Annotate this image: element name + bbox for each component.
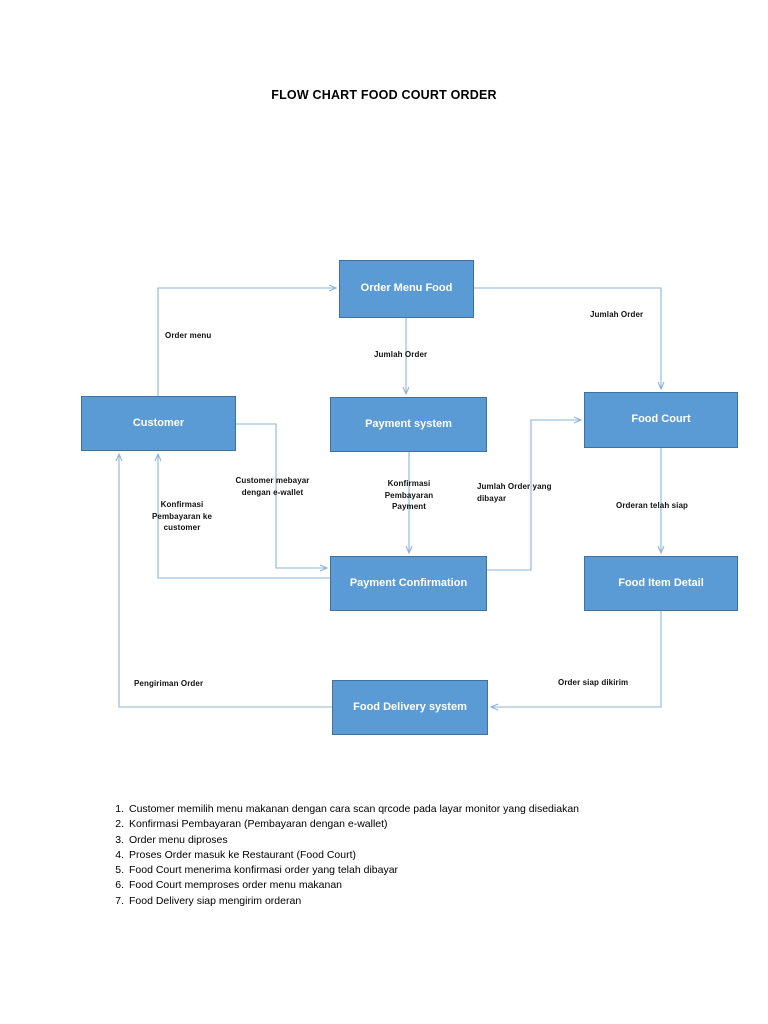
list-item-number: 3. (115, 833, 124, 846)
list-item-number: 2. (115, 818, 124, 831)
node-label: Food Court (631, 413, 691, 426)
list-item-text: Konfirmasi Pembayaran (Pembayaran dengan… (129, 818, 388, 831)
list-item-number: 4. (115, 848, 124, 861)
node-food-court[interactable]: Food Court (584, 392, 738, 448)
node-label: Customer (132, 416, 185, 429)
list-item: 1. Customer memilih menu makanan dengan … (112, 802, 712, 817)
list-item: 4. Proses Order masuk ke Restaurant (Foo… (112, 848, 712, 863)
node-payment-system[interactable]: Payment system (330, 397, 487, 452)
list-item-text: Order menu diproses (129, 833, 228, 846)
edge-label-jumlah-order-right: Jumlah Order (590, 310, 644, 319)
list-item-text: Food Court memproses order menu makanan (129, 879, 343, 892)
process-steps-list: 1. Customer memilih menu makanan dengan … (112, 802, 712, 909)
list-item-number: 6. (115, 879, 124, 892)
edge-label-order-menu: Order menu (165, 331, 212, 340)
wire-customer-to-order-menu (157, 288, 336, 396)
edge-label-orderan-telah-siap: Orderan telah siap (616, 501, 689, 510)
list-item-number: 5. (115, 864, 124, 877)
node-label: Payment Confirmation (349, 576, 468, 589)
edge-label-order-siap-dikirim: Order siap dikirim (558, 678, 629, 687)
list-item: 2. Konfirmasi Pembayaran (Pembayaran den… (112, 817, 712, 832)
node-label: Food Item Detail (618, 576, 704, 589)
edge-label-pengiriman-order: Pengiriman Order (134, 679, 204, 688)
edge-label-konfirmasi-pembayaran-customer: Konfirmasi Pembayaran ke customer (151, 500, 212, 533)
node-food-delivery-system[interactable]: Food Delivery system (332, 680, 488, 735)
node-payment-confirmation[interactable]: Payment Confirmation (330, 556, 487, 611)
list-item: 6. Food Court memproses order menu makan… (112, 878, 712, 893)
wire-order-menu-to-food-court (474, 287, 661, 389)
list-item: 5. Food Court menerima konfirmasi order … (112, 863, 712, 878)
edge-label-jumlah-order-dibayar: Jumlah Order yang dibayar (477, 482, 552, 503)
wire-food-item-detail-to-delivery (491, 611, 662, 707)
node-label: Food Delivery system (353, 700, 467, 713)
list-item-text: Customer memilih menu makanan dengan car… (129, 803, 579, 815)
node-food-item-detail[interactable]: Food Item Detail (584, 556, 738, 611)
list-item-text: Food Delivery siap mengirim orderan (129, 894, 302, 907)
page-title: FLOW CHART FOOD COURT ORDER (271, 88, 497, 102)
edge-label-customer-mebayar: Customer mebayar dengan e-wallet (235, 476, 310, 497)
list-item: 3. Order menu diproses (112, 833, 712, 848)
list-item-text: Food Court menerima konfirmasi order yan… (129, 864, 399, 877)
list-item: 7. Food Delivery siap mengirim orderan (112, 894, 712, 909)
node-label: Order Menu Food (360, 282, 453, 295)
node-customer[interactable]: Customer (81, 396, 236, 451)
node-order-menu-food[interactable]: Order Menu Food (339, 260, 474, 318)
edge-label-jumlah-order-middle: Jumlah Order (374, 350, 428, 359)
list-item-number: 1. (115, 803, 124, 815)
edge-label-konfirmasi-pembayaran-payment: Konfirmasi Pembayaran Payment (384, 479, 434, 512)
node-label: Payment system (365, 417, 452, 430)
list-item-number: 7. (115, 894, 124, 907)
list-item-text: Proses Order masuk ke Restaurant (Food C… (129, 848, 357, 861)
